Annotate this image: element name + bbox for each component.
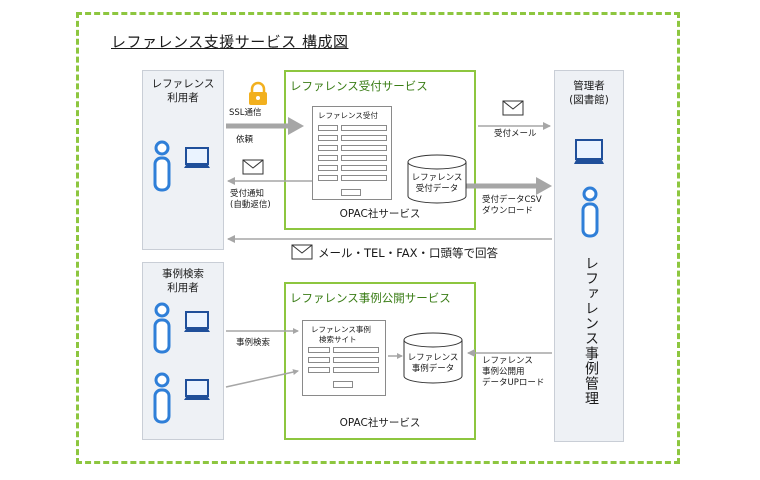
form-field bbox=[341, 165, 387, 171]
reception-form-title: レファレンス受付 bbox=[318, 111, 378, 120]
form-field bbox=[333, 367, 379, 373]
person-icon bbox=[153, 372, 171, 424]
request-label: 依頼 bbox=[236, 135, 254, 145]
envelope-icon bbox=[291, 244, 313, 260]
form-field bbox=[341, 155, 387, 161]
case-search-arrow-2 bbox=[225, 369, 299, 388]
case-search-form: レファレンス事例 検索サイト bbox=[302, 320, 386, 396]
form-field bbox=[341, 145, 387, 151]
form-field bbox=[318, 145, 338, 151]
laptop-icon bbox=[184, 379, 210, 400]
form-field bbox=[308, 347, 330, 353]
person-icon bbox=[153, 302, 171, 354]
form-submit-button bbox=[341, 189, 361, 196]
case-public-service-title: レファレンス事例公開サービス bbox=[290, 291, 451, 305]
reference-user-label: レファレンス利用者 bbox=[151, 78, 215, 104]
laptop-icon bbox=[184, 147, 210, 168]
admin-label: 管理者(図書館) bbox=[569, 80, 609, 106]
case-form-title-2: 検索サイト bbox=[319, 335, 357, 344]
reception-db-label: レファレンス受付データ bbox=[411, 173, 463, 195]
case-form-title-1: レファレンス事例 bbox=[311, 325, 371, 334]
case-db-label: レファレンス事例データ bbox=[407, 353, 459, 375]
person-icon bbox=[581, 186, 599, 238]
csv-download-arrow bbox=[466, 177, 552, 195]
person-icon bbox=[153, 140, 171, 192]
form-field bbox=[333, 347, 379, 353]
form-field bbox=[333, 357, 379, 363]
form-field bbox=[318, 125, 338, 131]
case-database-icon bbox=[403, 332, 463, 384]
notify-label: 受付通知(自動返信) bbox=[230, 189, 271, 211]
receipt-mail-label: 受付メール bbox=[494, 129, 537, 139]
form-field bbox=[318, 135, 338, 141]
case-upload-label: レファレンス事例公開用データUPロード bbox=[482, 356, 545, 389]
form-field bbox=[341, 175, 387, 181]
form-field bbox=[341, 125, 387, 131]
lock-icon bbox=[249, 81, 267, 105]
envelope-icon bbox=[502, 100, 524, 116]
diagram-frame bbox=[76, 12, 680, 464]
admin-vertical-label: レファレンス事例管理 bbox=[583, 256, 599, 406]
case-search-label: 事例検索 bbox=[236, 338, 271, 348]
diagram-title: レファレンス支援サービス 構成図 bbox=[111, 33, 349, 51]
case-user-label: 事例検索利用者 bbox=[162, 268, 204, 294]
reception-database-icon bbox=[407, 154, 467, 204]
form-field bbox=[318, 175, 338, 181]
reception-form: レファレンス受付 bbox=[312, 106, 392, 200]
laptop-icon bbox=[184, 311, 210, 332]
form-field bbox=[318, 155, 338, 161]
envelope-icon bbox=[242, 159, 264, 175]
form-field bbox=[308, 367, 330, 373]
form-field bbox=[318, 165, 338, 171]
request-arrow bbox=[226, 117, 304, 135]
form-submit-button bbox=[333, 381, 353, 388]
ssl-label: SSL通信 bbox=[229, 108, 262, 118]
form-field bbox=[341, 135, 387, 141]
laptop-icon bbox=[574, 139, 604, 164]
reply-label: メール・TEL・FAX・口頭等で回答 bbox=[318, 246, 499, 260]
reception-service-title: レファレンス受付サービス bbox=[290, 79, 428, 93]
case-provider-label: OPAC社サービス bbox=[339, 417, 421, 429]
reception-provider-label: OPAC社サービス bbox=[339, 208, 421, 220]
form-field bbox=[308, 357, 330, 363]
admin-panel bbox=[554, 70, 624, 442]
